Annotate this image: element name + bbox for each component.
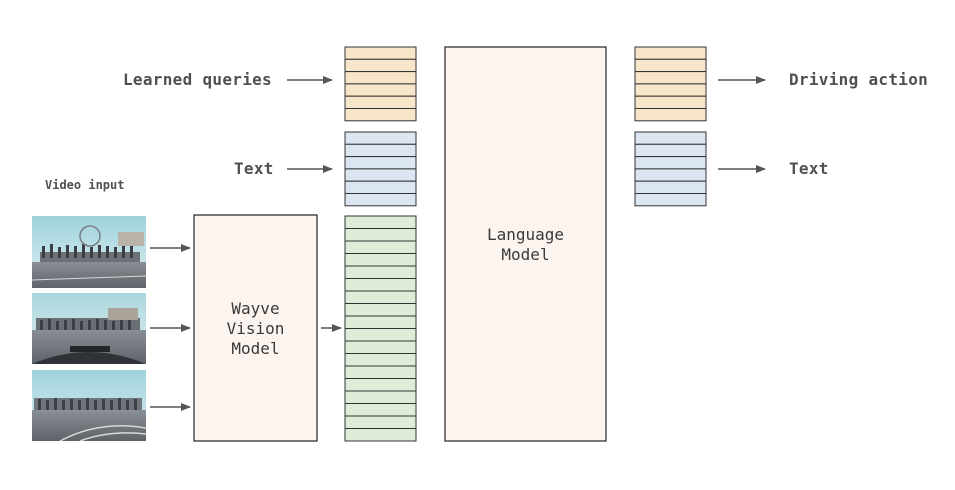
vision-model-line1: Wayve [231,299,280,318]
driving-action-token [634,83,707,97]
vision-token [344,403,417,417]
vision-token [344,353,417,367]
vision-token [344,253,417,267]
driving-action-token [634,46,707,60]
video-frame-3 [32,370,147,442]
language-model-line2: Model [501,245,550,264]
vision-token [344,315,417,329]
driving-action-label: Driving action [789,70,929,89]
vision-token [344,215,417,229]
vision-token-stack [344,215,417,442]
vision-token [344,378,417,392]
vision-token [344,278,417,292]
learned-queries-token-stack [344,46,417,122]
vision-model-title: Wayve Vision Model [194,299,317,359]
video-input-label: Video input [45,178,125,192]
text-input-token [344,193,417,207]
text-input-token-stack [344,131,417,207]
vision-token [344,415,417,429]
vision-token [344,428,417,442]
vision-token [344,328,417,342]
text-input-token [344,180,417,194]
vision-token [344,365,417,379]
learned-query-token [344,108,417,122]
video-frame-1 [31,216,147,288]
text-input-label: Text [234,159,274,178]
text-input-token [344,143,417,158]
learned-queries-label: Learned queries [123,70,272,89]
text-output-token [634,131,707,145]
text-output-token [634,143,707,158]
text-input-token [344,131,417,145]
text-output-token [634,168,707,182]
learned-query-token [344,58,417,73]
text-input-token [344,156,417,170]
driving-action-token [634,108,707,122]
learned-query-token [344,46,417,60]
vision-token [344,340,417,354]
language-model-title: Language Model [445,225,606,265]
learned-query-token [344,83,417,97]
vision-token [344,290,417,304]
learned-query-token [344,71,417,85]
text-output-token-stack [634,131,707,207]
vision-token [344,303,417,317]
driving-action-token [634,95,707,109]
text-output-token [634,193,707,207]
language-model-box [444,46,607,442]
text-input-token [344,168,417,182]
vision-model-line2: Vision [226,319,285,338]
driving-action-token [634,58,707,73]
text-output-token [634,156,707,170]
text-output-token [634,180,707,194]
video-frame-2 [32,293,146,364]
vision-token [344,228,417,242]
vision-token [344,390,417,404]
driving-action-token [634,71,707,85]
vision-model-line3: Model [231,339,280,358]
vision-model-box [193,214,318,442]
vision-token [344,265,417,279]
language-model-line1: Language [486,225,565,244]
learned-query-token [344,95,417,109]
vision-token [344,240,417,254]
driving-action-token-stack [634,46,707,122]
text-output-label: Text [789,159,829,178]
